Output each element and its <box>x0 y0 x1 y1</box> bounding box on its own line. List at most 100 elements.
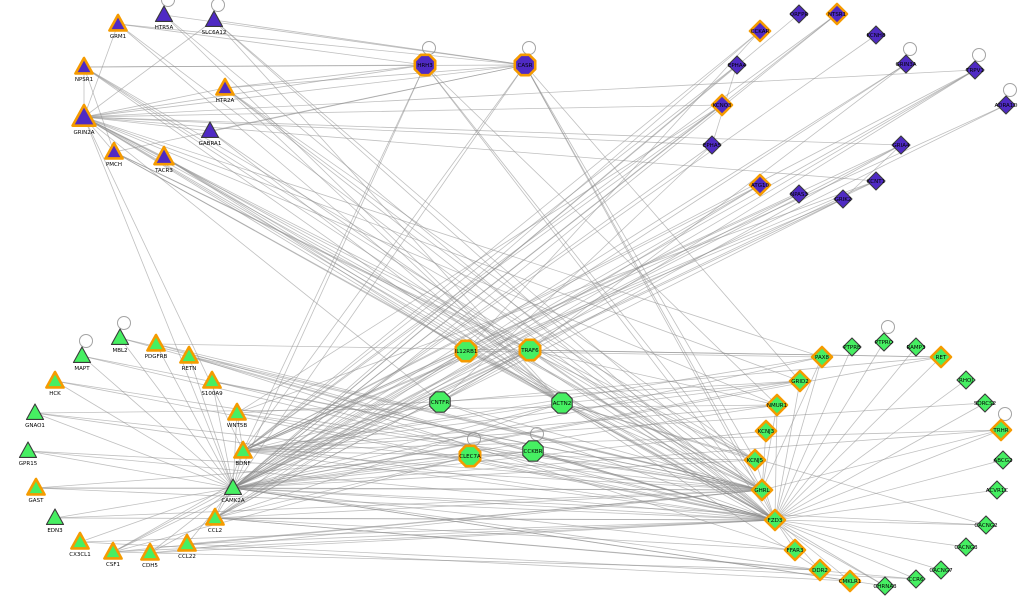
edge-TACR3-FZD3 <box>163 156 776 521</box>
node-SORCS2[interactable]: SORCS2 <box>974 393 996 413</box>
node-KCNQ3[interactable]: KCNQ3 <box>710 93 734 117</box>
node-shape-HCK <box>45 370 65 389</box>
node-shape-GRID2 <box>788 369 812 393</box>
node-HTR5A[interactable]: HTR5A <box>155 0 175 31</box>
edge-NPSR1-CASR <box>83 64 526 68</box>
node-HRH3[interactable]: HRH3 <box>413 41 437 77</box>
node-GNAO1[interactable]: GNAO1 <box>25 403 45 429</box>
edge-FZD3-PTPRB <box>774 346 853 521</box>
node-GABRA1[interactable]: GABRA1 <box>199 121 222 147</box>
node-CACNG3[interactable]: CACNG3 <box>954 537 978 557</box>
self-loop-TRPV1 <box>972 48 986 62</box>
edge-GRIN2A-IL12RB1 <box>83 116 467 352</box>
edge-CNTFR-GHRL <box>439 401 763 491</box>
node-KCNH8[interactable]: KCNH8 <box>866 25 886 45</box>
node-CCKAR[interactable]: CCKAR <box>748 19 772 43</box>
node-GAST[interactable]: GAST <box>26 477 46 504</box>
edge-CNTFR-BDNF <box>242 401 441 452</box>
node-S100A9[interactable]: S100A9 <box>201 370 223 397</box>
node-label-GAST: GAST <box>29 498 45 504</box>
node-shape-ADRA1D <box>996 95 1016 115</box>
node-QRFPR[interactable]: QRFPR <box>789 4 809 24</box>
node-HCK[interactable]: HCK <box>45 370 65 397</box>
node-MAPT[interactable]: MAPT <box>72 334 93 373</box>
node-CACNG7[interactable]: CACNG7 <box>929 560 953 580</box>
edge-GNAO1-NMUR1 <box>34 404 778 414</box>
node-ACTN2[interactable]: ACTN2 <box>551 392 573 414</box>
node-TRHR[interactable]: TRHR <box>989 407 1013 442</box>
edge-FZD3-SORCS2 <box>774 402 986 521</box>
edge-SLC6A12-GHRL <box>213 19 763 491</box>
edge-NPSR1-ACTN2 <box>83 66 563 404</box>
node-label-CCL22: CCL22 <box>178 554 196 560</box>
node-RHOJ[interactable]: RHOJ <box>956 370 976 390</box>
node-shape-MBL2 <box>110 328 130 346</box>
edge-PDGFRB-GHRL <box>155 343 763 491</box>
edge-CLEC7A-CCL2 <box>214 455 471 519</box>
edge-NTSR1-BDNF <box>242 13 838 452</box>
node-GRID2[interactable]: GRID2 <box>788 369 812 393</box>
node-GRM1[interactable]: GRM1 <box>108 13 128 40</box>
edge-CNTFR-RET <box>439 356 942 403</box>
edge-TRAF6-NMUR1 <box>529 349 778 406</box>
node-CX3CL1[interactable]: CX3CL1 <box>69 531 91 558</box>
edge-CCL2-CCR6 <box>214 517 917 580</box>
node-FFAR3[interactable]: FFAR3 <box>783 538 807 562</box>
node-TRAF6[interactable]: TRAF6 <box>518 338 542 362</box>
node-CSF1[interactable]: CSF1 <box>103 541 123 568</box>
node-ACVR1C[interactable]: ACVR1C <box>986 480 1009 500</box>
edge-GRIN3A-CAMK2A <box>232 63 907 489</box>
node-ABCG2[interactable]: ABCG2 <box>993 450 1013 470</box>
node-PAX8[interactable]: PAX8 <box>810 345 834 369</box>
edge-CLEC7A-CSF1 <box>112 455 471 553</box>
node-GRIN2A[interactable]: GRIN2A <box>71 103 97 136</box>
edge-ACTN2-FZD3 <box>561 402 776 521</box>
node-KCNJ3[interactable]: KCNJ3 <box>754 419 778 443</box>
node-PDGFRB[interactable]: PDGFRB <box>145 333 168 360</box>
node-RAMP3[interactable]: RAMP3 <box>906 337 926 357</box>
node-shape-NTSR1 <box>825 2 849 26</box>
edge-CX3CL1-CMKLR1 <box>79 541 851 582</box>
edge-GRIA4-CNTFR <box>439 144 902 403</box>
node-PMCH[interactable]: PMCH <box>104 141 124 168</box>
edge-GRIA4-GRIK2 <box>842 144 902 200</box>
node-shape-QRFPR <box>789 4 809 24</box>
node-CHRNA3[interactable]: CHRNA3 <box>873 576 897 596</box>
node-GPR15[interactable]: GPR15 <box>19 441 38 467</box>
edge-WNT5B-FZD3 <box>236 412 776 521</box>
node-label-CX3CL1: CX3CL1 <box>69 552 91 558</box>
edge-ACTN2-CHRNA3 <box>561 402 886 587</box>
node-SLC6A12[interactable]: SLC6A12 <box>202 0 227 36</box>
node-EDN3[interactable]: EDN3 <box>45 508 65 534</box>
edge-ACTN2-CCL2 <box>214 402 563 519</box>
edge-MAPT-FZD3 <box>81 355 776 521</box>
node-NTSR1[interactable]: NTSR1 <box>825 2 849 26</box>
edge-FZD3-TRHR <box>774 429 1002 521</box>
node-CACNG2[interactable]: CACNG2 <box>974 515 998 535</box>
edge-MBL2-FZD3 <box>119 337 776 521</box>
node-CCR6[interactable]: CCR6 <box>906 569 926 589</box>
edge-BDNF-GHRL <box>242 450 763 491</box>
node-CASR[interactable]: CASR <box>513 41 537 77</box>
edge-GNAO1-GHRL <box>34 412 763 491</box>
node-PTPRO[interactable]: PTPRO <box>874 320 895 352</box>
node-IL12RB1[interactable]: IL12RB1 <box>454 339 478 363</box>
node-shape-GRIA4 <box>891 135 911 155</box>
node-label-EDN3: EDN3 <box>47 528 63 534</box>
node-shape-CHRNA3 <box>875 576 895 596</box>
edge-CLEC7A-CAMK2A <box>232 455 471 489</box>
edge-CAMK2A-S100A9 <box>211 380 234 489</box>
edge-SLC6A12-CASR <box>213 19 526 66</box>
node-CNTFR[interactable]: CNTFR <box>429 391 451 413</box>
node-shape-FZD3 <box>763 508 787 532</box>
edge-TRPV1-CCL2 <box>214 69 976 519</box>
node-shape-MAPT <box>72 346 92 364</box>
node-shape-CACNG2 <box>976 515 996 535</box>
edge-CAMK2A-CX3CL1 <box>79 487 234 543</box>
edge-ACTN2-GRID2 <box>561 380 801 404</box>
node-KCNJ5[interactable]: KCNJ5 <box>743 448 767 472</box>
node-shape-CAMK2A <box>223 478 243 496</box>
self-loop-SLC6A12 <box>211 0 225 12</box>
node-PTPRB[interactable]: PTPRB <box>842 337 862 357</box>
